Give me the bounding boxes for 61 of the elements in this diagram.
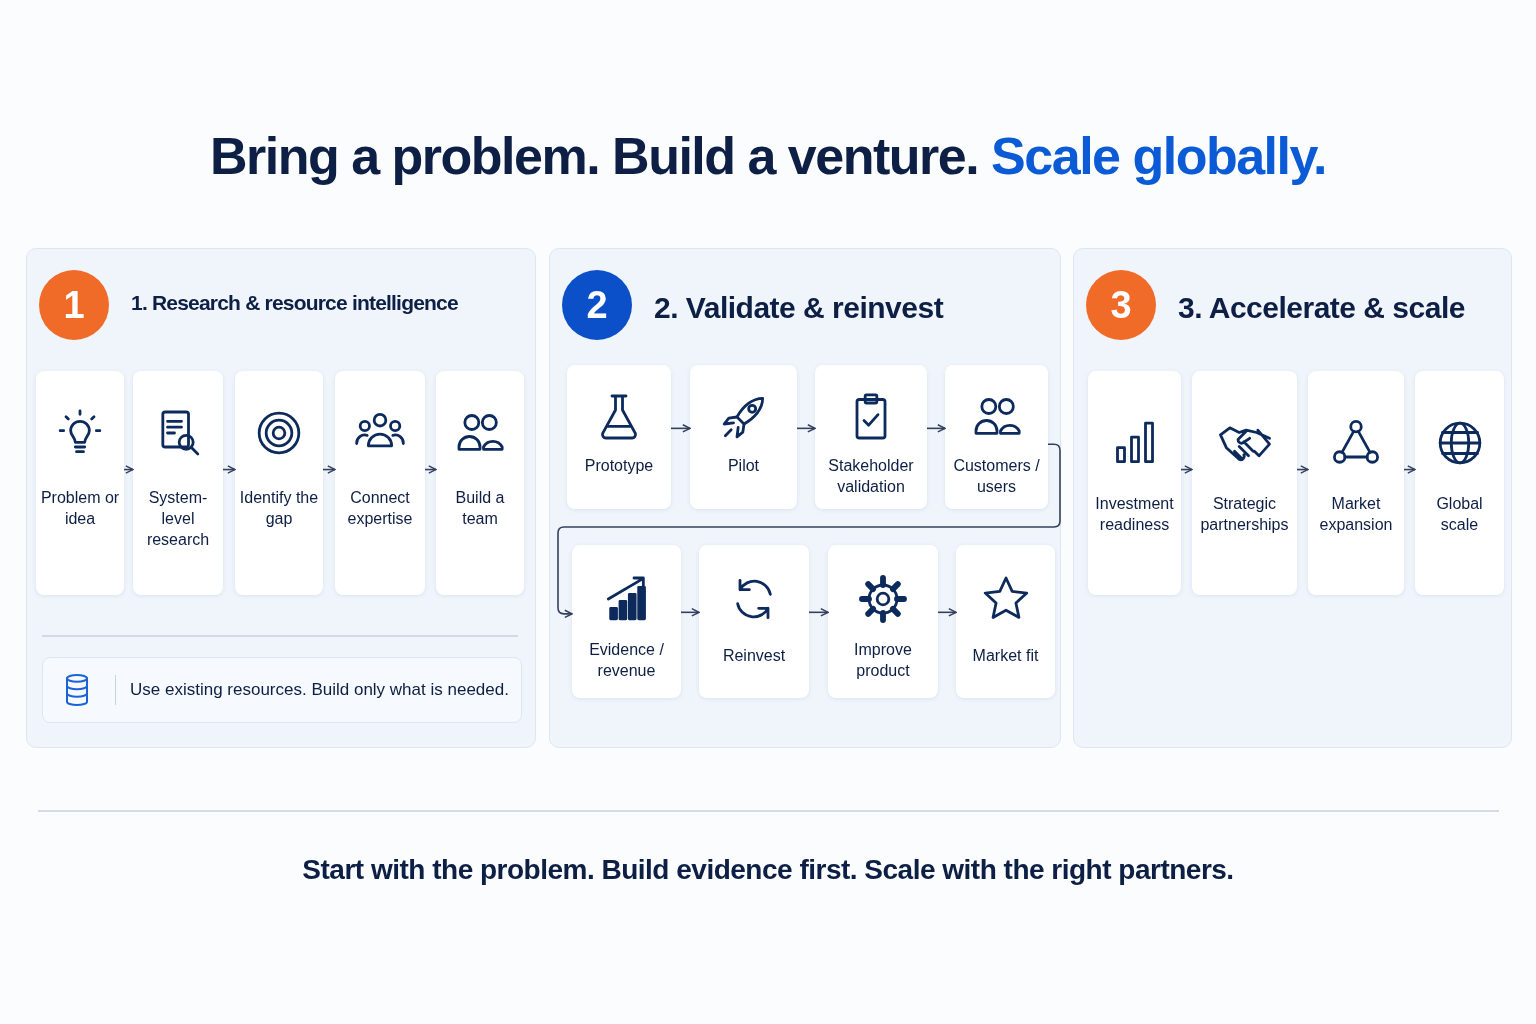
step-card xyxy=(436,371,524,595)
panel xyxy=(1073,248,1512,748)
step-label: Build a team xyxy=(454,488,506,529)
number-badge: 1 xyxy=(39,270,109,340)
step-card xyxy=(956,545,1055,698)
step-card xyxy=(1415,371,1504,595)
step-card xyxy=(235,371,323,595)
step-card xyxy=(1088,371,1181,595)
step-card xyxy=(699,545,809,698)
step-label: Stakeholder validation xyxy=(827,456,915,497)
arrow xyxy=(1296,465,1309,474)
number-badge: 3 xyxy=(1086,270,1156,340)
step-label: Evidence / revenue xyxy=(588,640,665,681)
arrow xyxy=(424,465,437,474)
step-label: Prototype xyxy=(584,456,654,476)
caption: Start with the problem. Build evidence first. Scale with the right partners. xyxy=(301,854,1235,886)
step-label: Pilot xyxy=(727,456,760,476)
arrow xyxy=(1180,465,1193,474)
step-label: Market fit xyxy=(972,646,1039,666)
step-label: Strategic partnerships xyxy=(1199,494,1290,535)
step-label: System-level research xyxy=(145,488,211,550)
panel-heading: 1. Research & resource intelligence xyxy=(131,291,458,315)
step-card xyxy=(945,365,1048,509)
arrow xyxy=(680,608,700,617)
step-label: Reinvest xyxy=(722,646,786,666)
panel xyxy=(26,248,536,748)
title: Bring a problem. Build a venture. Scale globally. xyxy=(208,126,1327,186)
step-label: Problem or idea xyxy=(39,488,121,529)
note-text: Use existing resources. Build only what is needed. xyxy=(130,680,509,700)
arrow xyxy=(808,608,829,617)
step-card xyxy=(572,545,681,698)
step-label: Investment readiness xyxy=(1094,494,1175,535)
arrow xyxy=(322,465,336,474)
step-card xyxy=(335,371,425,595)
panel-heading: 2. Validate & reinvest xyxy=(654,291,944,325)
panel xyxy=(549,248,1061,748)
arrow xyxy=(926,424,946,433)
panel-heading: 3. Accelerate & scale xyxy=(1178,291,1465,325)
arrow xyxy=(222,465,236,474)
step-card xyxy=(828,545,938,698)
step-card xyxy=(815,365,927,509)
step-card xyxy=(1192,371,1297,595)
step-label: Connect expertise xyxy=(346,488,414,529)
step-label: Market expansion xyxy=(1318,494,1394,535)
step-label: Improve product xyxy=(853,640,913,681)
step-label: Identify the gap xyxy=(238,488,320,529)
arrow xyxy=(123,465,134,474)
arrow xyxy=(670,424,691,433)
step-card xyxy=(133,371,223,595)
arrow xyxy=(796,424,816,433)
arrow xyxy=(557,443,1061,619)
step-label: Customers / users xyxy=(952,456,1041,497)
number-badge: 2 xyxy=(562,270,632,340)
note-box xyxy=(42,657,522,723)
step-card xyxy=(1308,371,1404,595)
step-label: Global scale xyxy=(1435,494,1484,535)
arrow xyxy=(937,608,957,617)
step-card xyxy=(36,371,124,595)
step-card xyxy=(690,365,797,509)
arrow xyxy=(1403,465,1416,474)
step-card xyxy=(567,365,671,509)
